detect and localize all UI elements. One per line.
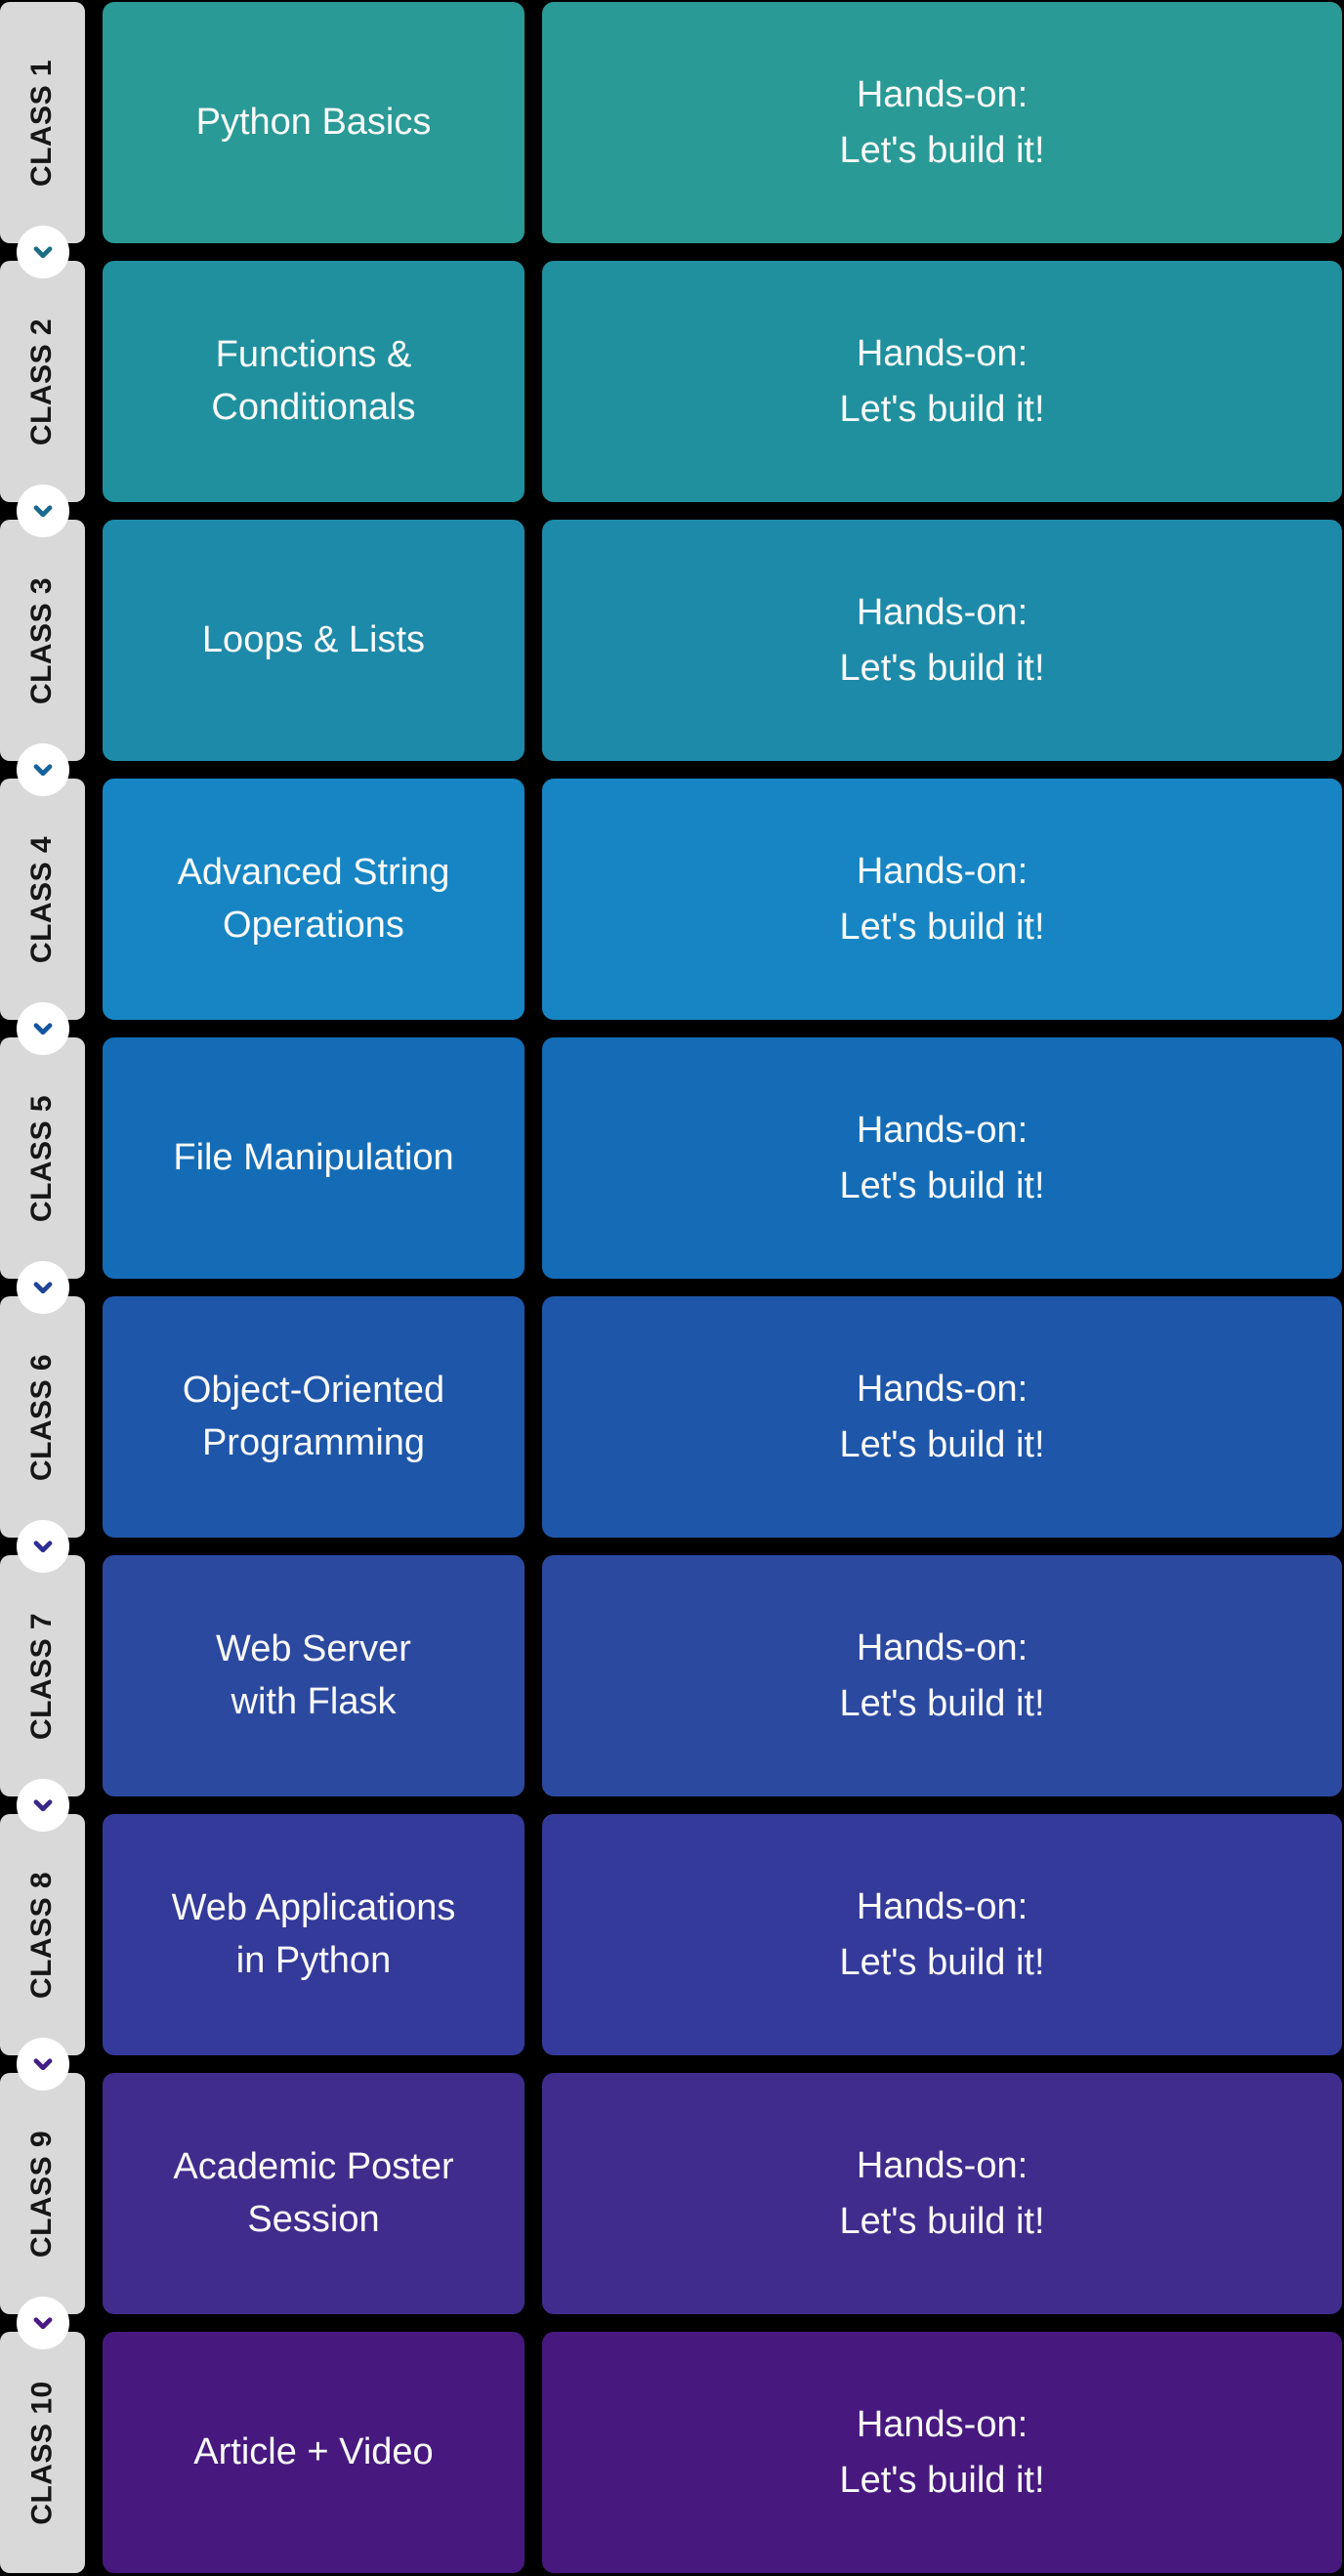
class-row: CLASS 9 Academic Poster Session Hands-on…	[0, 2073, 1344, 2349]
topic-label: Advanced String Operations	[177, 851, 450, 946]
class-label-tab: CLASS 10	[0, 2332, 85, 2573]
topic-label: Academic Poster Session	[173, 2145, 454, 2240]
topic-card[interactable]: Article + Video	[103, 2332, 525, 2573]
topic-label: Web Applications in Python	[171, 1886, 456, 1981]
class-label-tab: CLASS 2	[0, 261, 85, 537]
expand-toggle-button[interactable]	[16, 1261, 69, 1314]
class-label-tab: CLASS 3	[0, 520, 85, 796]
class-row: CLASS 7 Web Server with Flask Hands-on: …	[0, 1555, 1344, 1832]
expand-toggle-button[interactable]	[16, 226, 69, 278]
hands-on-label: Hands-on: Let's build it!	[839, 1626, 1045, 1724]
topic-card[interactable]: Academic Poster Session	[103, 2073, 525, 2314]
hands-on-card[interactable]: Hands-on: Let's build it!	[542, 1814, 1342, 2055]
chevron-down-icon	[33, 1541, 52, 1553]
class-label: CLASS 1	[25, 59, 59, 187]
class-label-tab: CLASS 5	[0, 1037, 85, 1314]
hands-on-card[interactable]: Hands-on: Let's build it!	[542, 261, 1342, 502]
topic-card[interactable]: Object-Oriented Programming	[103, 1296, 525, 1538]
expand-toggle-button[interactable]	[16, 743, 69, 796]
topic-card[interactable]: Web Applications in Python	[103, 1814, 525, 2055]
class-label: CLASS 2	[25, 317, 59, 445]
class-row: CLASS 4 Advanced String Operations Hands…	[0, 779, 1344, 1055]
topic-card[interactable]: Functions & Conditionals	[103, 261, 525, 502]
hands-on-card[interactable]: Hands-on: Let's build it!	[542, 779, 1342, 1020]
hands-on-label: Hands-on: Let's build it!	[839, 2144, 1045, 2242]
class-label: CLASS 6	[25, 1353, 59, 1481]
topic-card[interactable]: Loops & Lists	[103, 520, 525, 761]
hands-on-label: Hands-on: Let's build it!	[839, 332, 1045, 430]
class-label-tab: CLASS 9	[0, 2073, 85, 2349]
expand-toggle-button[interactable]	[16, 485, 69, 537]
topic-card[interactable]: Advanced String Operations	[103, 779, 525, 1020]
chevron-down-icon	[33, 246, 52, 259]
topic-card[interactable]: File Manipulation	[103, 1037, 525, 1279]
hands-on-card[interactable]: Hands-on: Let's build it!	[542, 2332, 1342, 2573]
topic-label: Article + Video	[193, 2430, 434, 2472]
class-label-tab: CLASS 7	[0, 1555, 85, 1832]
chevron-down-icon	[33, 1282, 52, 1294]
class-row: CLASS 1 Python Basics Hands-on: Let's bu…	[0, 2, 1344, 278]
hands-on-label: Hands-on: Let's build it!	[839, 1368, 1045, 1465]
expand-toggle-button[interactable]	[16, 1779, 69, 1832]
topic-label: File Manipulation	[173, 1136, 454, 1178]
topic-label: Python Basics	[195, 101, 432, 143]
chevron-down-icon	[33, 505, 52, 518]
hands-on-card[interactable]: Hands-on: Let's build it!	[542, 1555, 1342, 1796]
hands-on-card[interactable]: Hands-on: Let's build it!	[542, 2073, 1342, 2314]
hands-on-card[interactable]: Hands-on: Let's build it!	[542, 520, 1342, 761]
class-label: CLASS 7	[25, 1612, 59, 1740]
class-label-tab: CLASS 4	[0, 779, 85, 1055]
chevron-down-icon	[33, 1799, 52, 1812]
hands-on-card[interactable]: Hands-on: Let's build it!	[542, 1037, 1342, 1279]
class-row: CLASS 10 Article + Video Hands-on: Let's…	[0, 2332, 1344, 2573]
hands-on-label: Hands-on: Let's build it!	[839, 2403, 1045, 2501]
class-row: CLASS 2 Functions & Conditionals Hands-o…	[0, 261, 1344, 537]
class-label: CLASS 10	[25, 2380, 59, 2525]
class-row: CLASS 8 Web Applications in Python Hands…	[0, 1814, 1344, 2090]
chevron-down-icon	[33, 1023, 52, 1035]
class-label-tab: CLASS 6	[0, 1296, 85, 1573]
class-label-tab: CLASS 8	[0, 1814, 85, 2090]
class-row: CLASS 5 File Manipulation Hands-on: Let'…	[0, 1037, 1344, 1314]
topic-card[interactable]: Web Server with Flask	[103, 1555, 525, 1796]
class-row: CLASS 3 Loops & Lists Hands-on: Let's bu…	[0, 520, 1344, 796]
hands-on-label: Hands-on: Let's build it!	[839, 591, 1045, 689]
expand-toggle-button[interactable]	[16, 1002, 69, 1055]
hands-on-label: Hands-on: Let's build it!	[839, 1885, 1045, 1983]
chevron-down-icon	[33, 2058, 52, 2071]
expand-toggle-button[interactable]	[16, 2297, 69, 2349]
class-label: CLASS 8	[25, 1871, 59, 1999]
topic-label: Functions & Conditionals	[211, 333, 416, 428]
expand-toggle-button[interactable]	[16, 1520, 69, 1573]
class-label-tab: CLASS 1	[0, 2, 85, 278]
chevron-down-icon	[33, 2317, 52, 2330]
hands-on-card[interactable]: Hands-on: Let's build it!	[542, 1296, 1342, 1538]
hands-on-label: Hands-on: Let's build it!	[839, 1109, 1045, 1206]
expand-toggle-button[interactable]	[16, 2038, 69, 2090]
topic-card[interactable]: Python Basics	[103, 2, 525, 243]
topic-label: Object-Oriented Programming	[182, 1369, 445, 1463]
topic-label: Web Server with Flask	[216, 1627, 411, 1722]
hands-on-label: Hands-on: Let's build it!	[839, 73, 1045, 171]
class-label: CLASS 4	[25, 835, 59, 963]
class-row: CLASS 6 Object-Oriented Programming Hand…	[0, 1296, 1344, 1573]
topic-label: Loops & Lists	[201, 618, 426, 660]
hands-on-card[interactable]: Hands-on: Let's build it!	[542, 2, 1342, 243]
class-label: CLASS 3	[25, 576, 59, 704]
chevron-down-icon	[33, 764, 52, 777]
class-label: CLASS 5	[25, 1094, 59, 1222]
class-label: CLASS 9	[25, 2130, 59, 2258]
hands-on-label: Hands-on: Let's build it!	[839, 850, 1045, 948]
